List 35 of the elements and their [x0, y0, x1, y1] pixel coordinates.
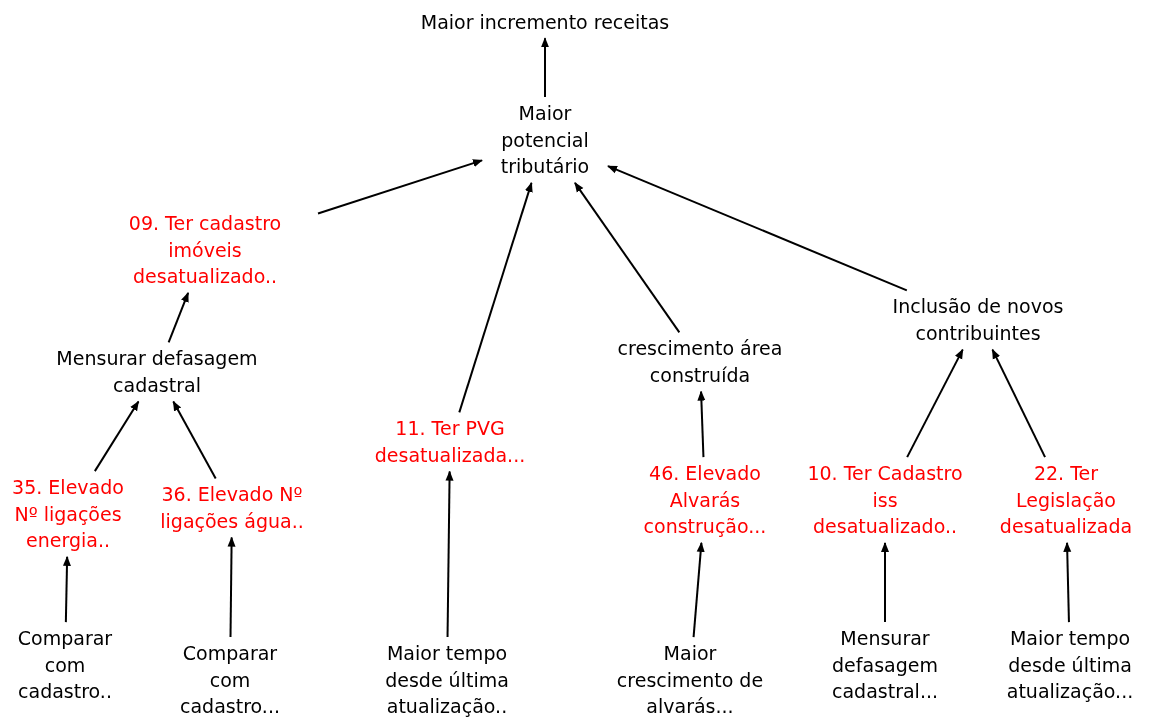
- arrow: [445, 470, 454, 639]
- node-label: crescimento área construída: [585, 335, 815, 389]
- arrow: [906, 348, 964, 459]
- node-label: 36. Elevado Nº ligações água..: [142, 481, 322, 535]
- arrow: [458, 181, 533, 414]
- node-label: Maior tempo desde última atualização...: [982, 625, 1158, 705]
- node-label: Maior crescimento de alvarás...: [610, 640, 770, 720]
- node-label: 46. Elevado Alvarás construção...: [615, 460, 795, 540]
- node-label: 11. Ter PVG desatualizada...: [345, 415, 555, 469]
- node-label: Maior potencial tributário: [485, 100, 605, 180]
- node-label: Maior tempo desde última atualização..: [357, 640, 537, 720]
- node-label: Mensurar defasagem cadastral: [22, 345, 292, 399]
- node-label: Maior incremento receitas: [365, 8, 725, 36]
- node-label: Mensurar defasagem cadastral...: [805, 625, 965, 705]
- node-label: 10. Ter Cadastro iss desatualizado..: [805, 460, 965, 540]
- node-label: Comparar com cadastro..: [0, 625, 130, 705]
- arrow: [541, 37, 549, 99]
- arrow: [317, 159, 483, 215]
- arrow: [93, 400, 140, 473]
- arrow: [1063, 541, 1072, 624]
- arrow: [573, 181, 681, 334]
- node-label: 09. Ter cadastro imóveis desatualizado..: [95, 210, 315, 290]
- arrow: [172, 400, 217, 480]
- arrow: [227, 536, 236, 639]
- arrow: [991, 348, 1047, 459]
- arrow: [881, 541, 889, 624]
- arrow: [697, 390, 706, 459]
- arrow: [607, 165, 908, 292]
- arrow: [167, 291, 190, 344]
- node-label: Inclusão de novos contribuintes: [853, 293, 1103, 347]
- node-label: Comparar com cadastro...: [160, 640, 300, 720]
- node-label: 35. Elevado Nº ligações energia..: [5, 474, 131, 554]
- arrow: [692, 541, 705, 639]
- arrow: [62, 555, 71, 624]
- node-label: 22. Ter Legislação desatualizada: [986, 460, 1146, 540]
